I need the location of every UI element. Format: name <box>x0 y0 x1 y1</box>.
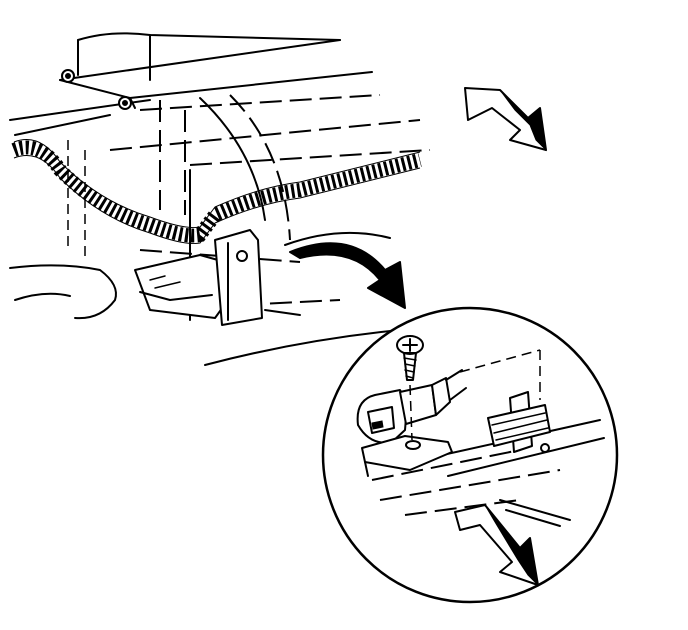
detail-view-circle <box>321 306 619 604</box>
direction-arrow-detail <box>454 504 539 587</box>
sensor-with-connector <box>356 369 467 477</box>
wire-harness-conduit <box>11 139 422 244</box>
detail-bracket <box>487 391 551 453</box>
upper-engine-cover <box>9 32 431 321</box>
sensor-mounting-bracket <box>134 229 301 326</box>
retaining-screw <box>396 335 424 441</box>
direction-arrow-top <box>464 87 547 152</box>
detail-callout-arrow <box>289 242 406 309</box>
